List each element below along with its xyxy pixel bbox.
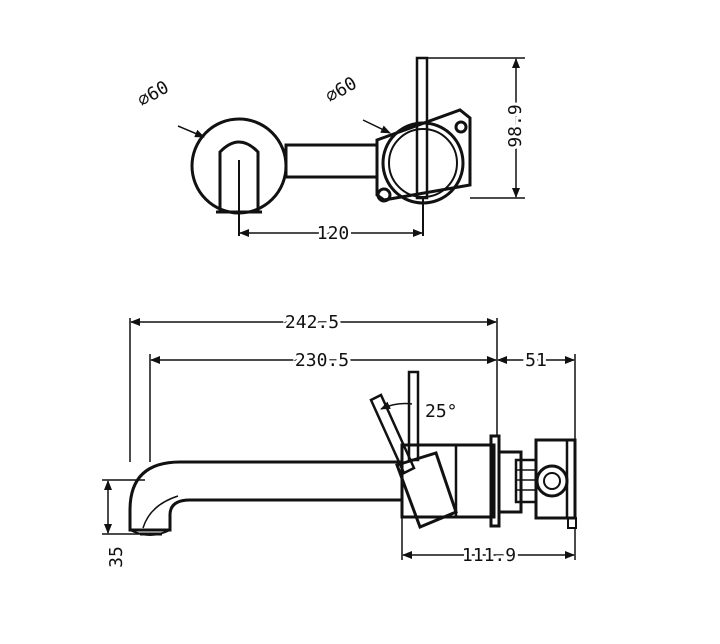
spout-body-side: [128, 460, 402, 532]
dim-label-35: 35: [106, 546, 127, 568]
lever-handle-vertical: [407, 370, 420, 462]
mounting-hole-bottom: [376, 187, 392, 203]
mounting-hole-top: [454, 120, 468, 134]
dim-label-51: 51: [525, 350, 547, 371]
dim-label-25-degrees: 25°: [425, 401, 458, 422]
dim-label-230-5: 230.5: [295, 350, 349, 371]
dim-label-242-5: 242.5: [285, 312, 339, 333]
dim-label-98-9: 98.9: [505, 104, 526, 147]
spout-inner-curve: [142, 495, 179, 529]
angle-arc: [380, 401, 413, 410]
mounting-bracket-side: [534, 438, 577, 520]
lever-handle-angled: [369, 393, 416, 475]
side-view: 25° 242.5 230.5 51 111.9: [102, 309, 577, 569]
inlet-port-inner: [543, 472, 561, 490]
bracket-tab: [567, 517, 577, 529]
inlet-port-circle: [535, 464, 569, 498]
mixer-rosette-inner: [388, 128, 458, 198]
leader-diameter-right: [362, 119, 391, 134]
dim-label-diameter-right: ⌀60: [322, 73, 361, 107]
lever-handle-top: [415, 56, 429, 200]
mixer-cap-tilted: [395, 451, 458, 529]
valve-body-behind-wall: [497, 450, 523, 514]
connecting-pipe: [284, 143, 379, 179]
dim-label-111-9: 111.9: [462, 545, 516, 566]
top-view: 120 98.9 ⌀60 ⌀60: [134, 56, 529, 247]
valve-thread: [514, 458, 538, 504]
spout-outlet-top: [218, 140, 260, 212]
mixer-rosette-circle: [381, 121, 465, 205]
dim-label-diameter-left: ⌀60: [134, 77, 173, 111]
leader-diameter-left: [177, 125, 205, 138]
mixer-body-side: [400, 443, 496, 519]
dim-label-120: 120: [317, 223, 350, 244]
